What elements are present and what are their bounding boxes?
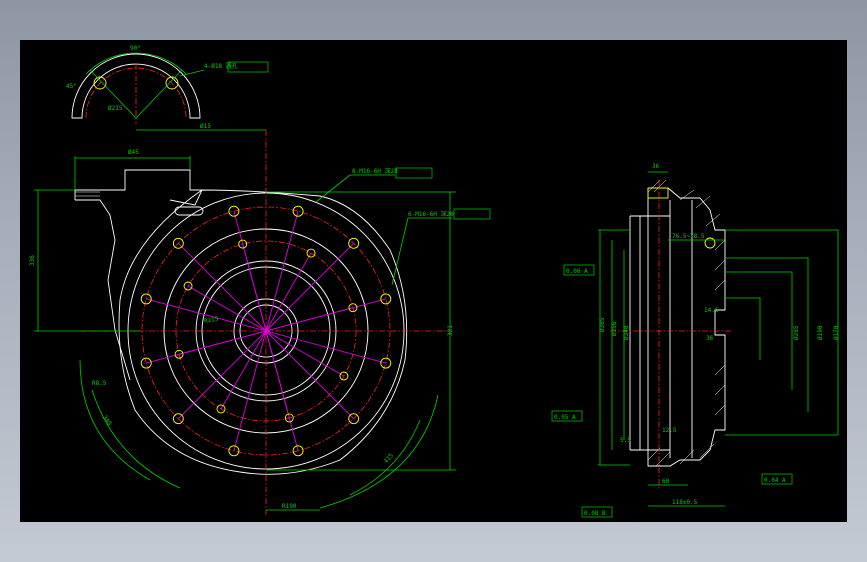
side-dim-j: 12.5 bbox=[662, 427, 677, 434]
tol-3: 0.04 A bbox=[764, 477, 786, 484]
bolt-hole bbox=[292, 445, 304, 457]
top-dim-label: Ø15 bbox=[200, 123, 211, 130]
side-bottom-dim: 118±0.5 bbox=[672, 499, 698, 506]
bolt-spoke bbox=[220, 330, 267, 410]
top-detail: 90° 45° Ø215 4-Ø18 通孔 Ø15 bbox=[66, 45, 269, 131]
side-dim-k: 5.5 bbox=[620, 437, 631, 444]
bolt-hole bbox=[140, 293, 152, 305]
section-hatch bbox=[647, 179, 726, 467]
side-top-dim: 36 bbox=[652, 163, 660, 170]
front-view: 336 Ø45 321 8-M16-6H 深20 6-M16-6H 深20 R8… bbox=[29, 130, 491, 515]
dimension-line bbox=[725, 297, 761, 360]
bolt-spoke bbox=[178, 243, 267, 332]
hole-callout: 4-Ø18 通孔 bbox=[204, 62, 238, 70]
tol-1: 0.06 A bbox=[566, 268, 588, 275]
side-dim-i: 36 bbox=[706, 335, 714, 342]
dimension-line bbox=[725, 257, 809, 412]
bolt-hole bbox=[183, 281, 193, 291]
dimension-ladder bbox=[725, 229, 839, 436]
side-dim-f: Ø190 bbox=[817, 325, 824, 340]
bolt-spoke bbox=[233, 330, 267, 451]
callout-2: 6-M16-6H 深20 bbox=[408, 210, 454, 218]
tol-4: 0.08 B bbox=[584, 510, 606, 517]
bolt-spoke bbox=[265, 330, 290, 419]
bolt-hole bbox=[284, 413, 294, 423]
bolt-spoke bbox=[242, 243, 267, 332]
dimension-line bbox=[725, 229, 839, 435]
bolt-hole bbox=[348, 237, 360, 249]
height-dim: 336 bbox=[29, 255, 36, 266]
bolt-spoke bbox=[265, 330, 386, 364]
bolt-hole bbox=[216, 404, 226, 414]
bolt-hole bbox=[228, 205, 240, 217]
side-dim-a: 76.5~78.5 bbox=[672, 233, 705, 240]
bolt-spoke bbox=[178, 330, 267, 419]
bolt-hole bbox=[228, 445, 240, 457]
bolt-spoke bbox=[187, 285, 267, 332]
bolt-hole bbox=[306, 248, 316, 258]
bolt-spoke bbox=[265, 330, 345, 377]
bolt-spoke bbox=[265, 211, 299, 332]
cad-viewport[interactable]: 90° 45° Ø215 4-Ø18 通孔 Ø15 bbox=[20, 40, 847, 522]
bolt-spoke bbox=[265, 252, 312, 332]
bolt-hole bbox=[292, 205, 304, 217]
side-dim-h: 14.6 bbox=[704, 307, 719, 314]
side-dim-l: 60 bbox=[662, 478, 670, 485]
cad-drawing: 90° 45° Ø215 4-Ø18 通孔 Ø15 bbox=[29, 45, 840, 518]
dimension-line bbox=[725, 271, 793, 390]
bolt-hole bbox=[380, 357, 392, 369]
bolt-hole bbox=[348, 413, 360, 425]
bolt-hole bbox=[238, 239, 248, 249]
width-dim: Ø45 bbox=[128, 149, 139, 156]
angle-top-label: 90° bbox=[130, 45, 141, 52]
bolt-hole bbox=[348, 303, 358, 313]
bolt-spoke bbox=[265, 243, 354, 332]
side-dim-e: Ø285 bbox=[793, 325, 800, 340]
bolt-spoke bbox=[265, 307, 354, 332]
side-view: Ø385 Ø356 Ø340 36 76.5~78.5 14.6 36 12.5… bbox=[551, 163, 840, 518]
side-dim-d: Ø340 bbox=[623, 325, 630, 340]
bolt-spoke bbox=[265, 330, 354, 419]
angle-left-label: 45° bbox=[66, 83, 77, 90]
bolt-spoke bbox=[146, 298, 267, 332]
tol-2: 0.05 A bbox=[554, 414, 576, 421]
bolt-hole bbox=[172, 413, 184, 425]
bottom-dim-1: 340 bbox=[101, 414, 113, 427]
center-label: R215 bbox=[204, 316, 220, 325]
bolt-hole bbox=[339, 371, 349, 381]
side-dim-c: Ø356 bbox=[611, 321, 618, 336]
bottom-dim-3: R190 bbox=[282, 503, 297, 510]
side-dim-b: Ø385 bbox=[599, 317, 606, 332]
pcd-label: Ø215 bbox=[108, 105, 123, 112]
side-dim-g: Ø170 bbox=[833, 325, 840, 340]
bolt-holes-inner bbox=[174, 239, 358, 423]
bolt-hole bbox=[380, 293, 392, 305]
bolt-hole bbox=[140, 357, 152, 369]
right-dim: 321 bbox=[447, 325, 454, 336]
callout-1: 8-M16-6H 深20 bbox=[352, 167, 398, 175]
bolt-hole bbox=[172, 237, 184, 249]
bolt-spoke bbox=[178, 330, 267, 355]
left-angle: R8.5 bbox=[92, 380, 107, 387]
bolt-hole bbox=[174, 349, 184, 359]
